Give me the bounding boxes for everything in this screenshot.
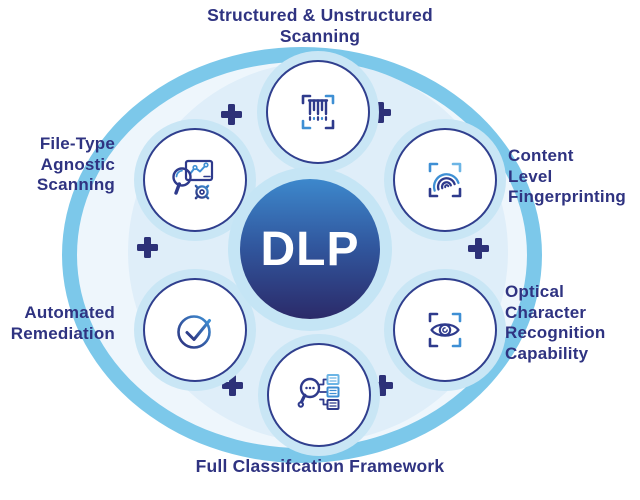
dlp-title: DLP: [260, 222, 360, 276]
feature-label-file-type-agnostic: File-Type Agnostic Scanning: [36, 134, 115, 195]
plus-icon: [468, 238, 489, 259]
feature-circle-ocr: [393, 278, 497, 382]
feature-circle-classification-framework: [267, 343, 371, 447]
plus-icon: [137, 237, 158, 258]
feature-label-classification-framework: Full Classifcation Framework: [195, 456, 445, 476]
barcode-scan-icon: [301, 94, 335, 130]
feature-circle-automated-remediation: [143, 278, 247, 382]
feature-label-automated-remediation: Automated Remediation: [10, 303, 115, 343]
feature-label-ocr: Optical Character Recognition Capability: [505, 282, 606, 364]
dlp-center-circle: DLP: [240, 179, 380, 319]
plus-icon: [222, 375, 243, 396]
search-analytics-gear-icon: [172, 159, 214, 202]
feature-circle-content-fingerprinting: [393, 128, 497, 232]
feature-circle-structured-unstructured: [266, 60, 370, 164]
check-circle-icon: [177, 315, 211, 349]
eye-scan-icon: [428, 312, 462, 348]
fingerprint-scan-icon: [428, 162, 462, 198]
feature-label-structured-unstructured: Structured & Unstructured Scanning: [207, 5, 433, 47]
feature-circle-file-type-agnostic: [143, 128, 247, 232]
plus-icon: [372, 375, 393, 396]
feature-label-content-fingerprinting: Content Level Fingerprinting: [508, 146, 627, 207]
search-classification-icon: [297, 374, 340, 410]
plus-icon: [221, 104, 242, 125]
plus-icon: [370, 102, 391, 123]
